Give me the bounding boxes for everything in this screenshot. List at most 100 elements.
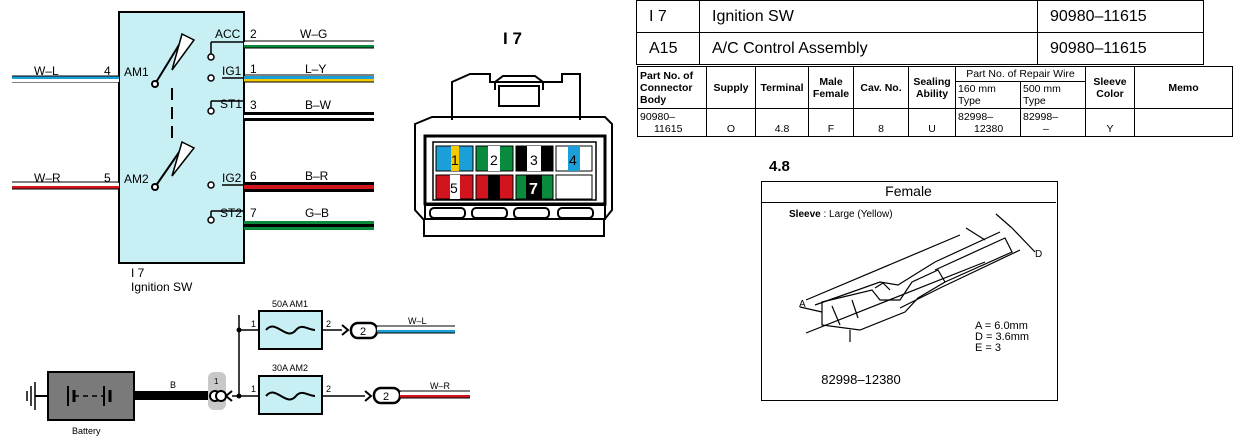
cavity-2: 2 bbox=[490, 152, 498, 168]
hdr-repair-wire: Part No. of Repair Wire bbox=[955, 66, 1086, 82]
wire-out-am2-label: W–R bbox=[430, 381, 451, 391]
cavity-3: 3 bbox=[530, 152, 538, 168]
pin-label-st2: ST2 bbox=[220, 206, 242, 220]
cell-sealing: U bbox=[908, 108, 956, 137]
wire-label-ig2: B–R bbox=[305, 169, 329, 183]
fuse-am2-pin-in: 1 bbox=[251, 384, 256, 394]
pin-num-am1: 4 bbox=[104, 64, 111, 78]
fuse-element-am1 bbox=[265, 325, 316, 335]
table-row: I 7 Ignition SW 90980–11615 bbox=[636, 0, 1204, 33]
wire-ig2 bbox=[244, 182, 374, 192]
wire-label-acc: W–G bbox=[300, 27, 327, 41]
terminal-dims: A = 6.0mm D = 3.6mm E = 3 bbox=[975, 321, 1029, 354]
table-row: A15 A/C Control Assembly 90980–11615 bbox=[636, 32, 1204, 65]
cell-part-no: 90980–11615 bbox=[637, 108, 707, 137]
pin-label-am1: AM1 bbox=[124, 65, 149, 79]
switch-name: Ignition SW bbox=[131, 280, 193, 294]
cell-sleeve: Y bbox=[1085, 108, 1135, 137]
connector-part-table: I 7 Ignition SW 90980–11615 A15 A/C Cont… bbox=[636, 0, 1204, 65]
hdr-supply: Supply bbox=[706, 66, 756, 109]
battery bbox=[26, 371, 135, 421]
wire-st1 bbox=[244, 112, 374, 121]
dim-e: E = 3 bbox=[975, 342, 1001, 354]
pin-num-am2: 5 bbox=[104, 171, 111, 185]
wire-out-am1-label: W–L bbox=[408, 316, 427, 326]
hdr-sealing: Sealing Ability bbox=[908, 66, 956, 109]
battery-label: Battery bbox=[72, 426, 101, 436]
fuse-am2-arrow bbox=[364, 390, 373, 402]
cavity-1: 1 bbox=[451, 152, 459, 168]
table-header-row: 160 mm Type 500 mm Type bbox=[638, 81, 1233, 109]
hdr-male-female: Male Female bbox=[808, 66, 854, 109]
cell-terminal: 4.8 bbox=[755, 108, 809, 137]
cell-supply: O bbox=[706, 108, 756, 137]
cell-160mm: 82998–12380 bbox=[955, 108, 1021, 137]
cavity-fills bbox=[435, 145, 593, 200]
wire-st2 bbox=[244, 221, 374, 230]
switch-terminals bbox=[207, 53, 215, 224]
connector-am2-num: 2 bbox=[383, 391, 389, 403]
cell-500mm-b: – bbox=[1043, 122, 1049, 135]
connector-view-title: I 7 bbox=[503, 29, 522, 48]
battery-wire-label: B bbox=[170, 380, 176, 390]
cell-male-female: F bbox=[808, 108, 854, 137]
cell-160mm-b: 12380 bbox=[974, 122, 1004, 135]
wire-ig1 bbox=[244, 74, 374, 83]
wire-am2 bbox=[12, 181, 119, 190]
switch-internal-lines bbox=[210, 41, 244, 217]
battery-wire bbox=[134, 391, 208, 400]
table-row: 90980–11615 O 4.8 F 8 U 82998–12380 8299… bbox=[637, 108, 1233, 137]
pin-label-ig2: IG2 bbox=[222, 171, 242, 185]
conn-code: A15 bbox=[636, 32, 700, 65]
hdr-sleeve: Sleeve Color bbox=[1085, 66, 1135, 109]
terminal-header: Female bbox=[761, 181, 1056, 203]
hdr-cav-no: Cav. No. bbox=[853, 66, 909, 109]
conn-part: 90980–11615 bbox=[1037, 0, 1204, 33]
sleeve-value: : Large (Yellow) bbox=[823, 209, 893, 220]
cell-500mm-a: 82998– bbox=[1023, 110, 1059, 123]
junction-label: 1 bbox=[214, 377, 219, 386]
pin-num-st1: 3 bbox=[250, 98, 257, 112]
wire-am1 bbox=[12, 75, 119, 83]
terminal-sleeve: Sleeve : Large (Yellow) bbox=[789, 209, 893, 220]
bus-node-2 bbox=[236, 393, 242, 399]
wire-label-am1: W–L bbox=[34, 64, 59, 78]
pin-num-st2: 7 bbox=[250, 206, 257, 220]
wire-label-st1: B–W bbox=[305, 98, 332, 112]
fuse-am1-arrow bbox=[341, 324, 350, 336]
conn-name: Ignition SW bbox=[699, 0, 1038, 33]
terminal-dim-d: D bbox=[1035, 249, 1042, 260]
switch-id: I 7 bbox=[131, 266, 145, 280]
wire-out-am1 bbox=[377, 325, 455, 334]
conn-name: A/C Control Assembly bbox=[699, 32, 1038, 65]
wire-label-ig1: L–Y bbox=[305, 62, 326, 76]
fuse-label-am2: 30A AM2 bbox=[272, 363, 308, 373]
pin-num-acc: 2 bbox=[250, 27, 257, 41]
terminal-dim-a: A bbox=[799, 299, 806, 310]
cavity-7: 7 bbox=[529, 181, 538, 198]
terminal-drawing bbox=[799, 213, 1036, 342]
fuse-element-am2 bbox=[265, 391, 316, 401]
terminal-part: 82998–12380 bbox=[821, 372, 901, 387]
wire-label-am2: W–R bbox=[34, 171, 61, 185]
bus-node-1 bbox=[236, 327, 242, 333]
switch-contact-am2 bbox=[151, 140, 196, 191]
fuse-label-am1: 50A AM1 bbox=[272, 299, 308, 309]
pin-num-ig1: 1 bbox=[250, 62, 257, 76]
dim-a: A = 6.0mm bbox=[975, 320, 1028, 332]
conn-part: 90980–11615 bbox=[1037, 32, 1204, 65]
pin-label-ig1: IG1 bbox=[222, 64, 242, 78]
wire-out-am2 bbox=[400, 390, 470, 399]
cell-part-no-b: 11615 bbox=[654, 122, 683, 135]
terminal-box bbox=[761, 181, 1058, 401]
fuse-am1-pin-in: 1 bbox=[251, 319, 256, 329]
pin-label-acc: ACC bbox=[215, 27, 241, 41]
conn-code: I 7 bbox=[636, 0, 700, 33]
terminal-size: 4.8 bbox=[769, 158, 790, 175]
wire-acc bbox=[244, 40, 374, 49]
cavity-4: 4 bbox=[569, 152, 577, 168]
hdr-500mm: 500 mm Type bbox=[1020, 81, 1086, 109]
pin-label-st1: ST1 bbox=[220, 97, 242, 111]
hdr-terminal: Terminal bbox=[755, 66, 809, 109]
